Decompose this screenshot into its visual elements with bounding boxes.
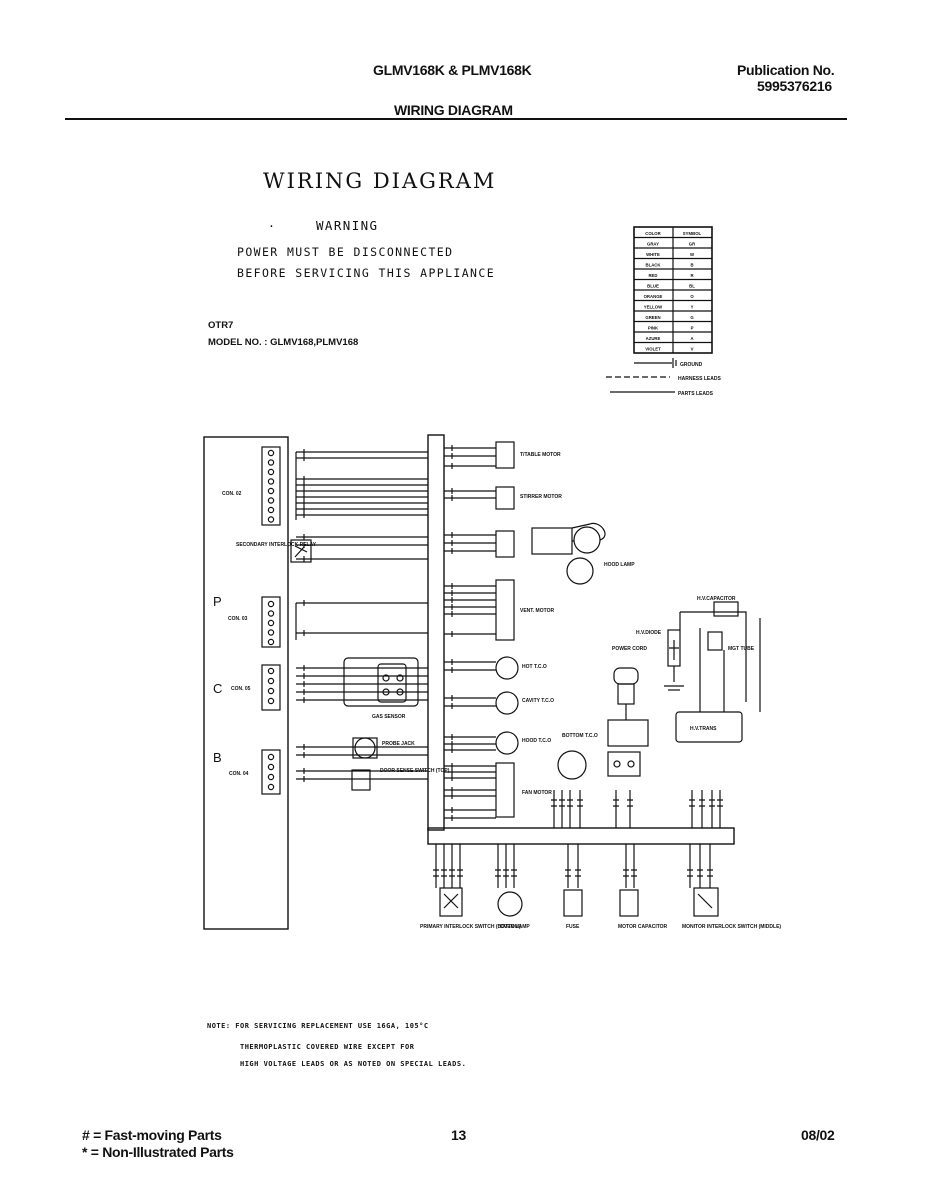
color-table-cell: VIOLET	[645, 346, 661, 351]
warning-title: WARNING	[316, 218, 379, 233]
label-stirrer-motor: STIRRER MOTOR	[520, 494, 562, 500]
color-table-cell: GREEN	[645, 315, 660, 320]
color-table-cell: W	[690, 252, 695, 257]
label-con-02: CON. 02	[222, 491, 242, 497]
color-table-cell: B	[690, 262, 693, 267]
legend-harness: HARNESS LEADS	[678, 376, 721, 382]
label-door-sense-switch: DOOR SENSE SWITCH (TOP)	[380, 768, 450, 774]
color-table-cell: YELLOW	[644, 304, 663, 309]
color-code-table	[633, 226, 713, 354]
color-table-cell: V	[691, 346, 694, 351]
label-hv-capacitor: H.V.CAPACITOR	[697, 596, 736, 602]
board-letter-c: C	[213, 681, 223, 696]
otr-label: OTR7	[208, 320, 234, 331]
color-table-cell: BL	[689, 283, 695, 288]
con-04-block	[261, 749, 281, 795]
publication-label: Publication No.	[737, 62, 835, 78]
label-gas-sensor: GAS SENSOR	[372, 714, 406, 720]
label-monitor-interlock: MONITOR INTERLOCK SWITCH (MIDDLE)	[682, 924, 781, 930]
label-probe-jack: PROBE JACK	[382, 741, 415, 747]
label-con-03: CON. 03	[228, 616, 248, 622]
header-rule	[65, 118, 847, 120]
board-letter-b: B	[213, 750, 222, 765]
warning-line-1: POWER MUST BE DISCONNECTED	[237, 245, 454, 259]
label-hot-tco: HOT T.C.O	[522, 664, 547, 670]
color-table-cell: GRAY	[647, 241, 659, 246]
label-hood-tco: HOOD T.C.O	[522, 738, 551, 744]
color-table-cell: RED	[648, 273, 657, 278]
color-table-cell: Y	[691, 304, 694, 309]
label-ttable-motor: T/TABLE MOTOR	[520, 452, 561, 458]
color-table-cell: GR	[689, 241, 696, 246]
con-02-block	[261, 446, 281, 526]
warning-bullet: ·	[268, 219, 277, 233]
note-line-1: NOTE: FOR SERVICING REPLACEMENT USE 16GA…	[207, 1022, 429, 1030]
label-con-05: CON. 05	[231, 686, 251, 692]
label-motor-capacitor: MOTOR CAPACITOR	[618, 924, 668, 930]
legend-non-illustrated: * = Non-Illustrated Parts	[82, 1144, 234, 1160]
publication-number: 5995376216	[757, 78, 832, 94]
note-line-3: HIGH VOLTAGE LEADS OR AS NOTED ON SPECIA…	[240, 1060, 467, 1068]
model-number-line: MODEL NO. : GLMV168,PLMV168	[208, 337, 359, 348]
diagram-title: WIRING DIAGRAM	[263, 169, 497, 193]
legend-ground: GROUND	[680, 362, 703, 368]
color-table-cell: BLUE	[647, 283, 659, 288]
legend-parts: PARTS LEADS	[678, 391, 714, 397]
label-fan-motor: FAN MOTOR	[522, 790, 552, 796]
color-table-cell: PINK	[648, 325, 659, 330]
color-table-cell: WHITE	[646, 252, 660, 257]
color-table-cell: O	[690, 294, 694, 299]
color-table-cell: AZURE	[646, 336, 661, 341]
color-table-header: SYMBOL	[683, 231, 702, 236]
model-title: GLMV168K & PLMV168K	[373, 62, 532, 78]
color-table-header: COLOR	[645, 231, 661, 236]
date: 08/02	[801, 1127, 835, 1143]
label-hv-diode: H.V.DIODE	[636, 630, 662, 636]
label-mgt-tube: MGT TUBE	[728, 646, 755, 652]
label-primary-interlock: PRIMARY INTERLOCK SWITCH (BOTTOM)	[420, 924, 521, 930]
label-cavity-tco: CAVITY T.C.O	[522, 698, 554, 704]
label-hood-lamp: HOOD LAMP	[604, 562, 635, 568]
con-03-block	[261, 596, 281, 648]
label-hv-trans: H.V.TRANS	[690, 726, 717, 732]
legend-fast-moving: # = Fast-moving Parts	[82, 1127, 222, 1143]
note-line-2: THERMOPLASTIC COVERED WIRE EXCEPT FOR	[240, 1043, 415, 1051]
label-fuse: FUSE	[566, 924, 580, 930]
color-table-cell: P	[691, 325, 694, 330]
color-table-cell: G	[690, 315, 694, 320]
board-letter-p: P	[213, 594, 222, 609]
wire-legend	[606, 358, 677, 393]
section-title: WIRING DIAGRAM	[394, 102, 513, 118]
label-con-04: CON. 04	[229, 771, 249, 777]
color-table-cell: R	[690, 273, 694, 278]
label-oven-lamp: OVEN LAMP	[500, 924, 530, 930]
color-table-cell: A	[690, 336, 693, 341]
control-board	[203, 436, 289, 930]
color-table-cell: ORANGE	[644, 294, 663, 299]
con-05-block	[261, 664, 281, 711]
label-bottom-tco: BOTTOM T.C.O	[562, 733, 598, 739]
warning-line-2: BEFORE SERVICING THIS APPLIANCE	[237, 266, 496, 280]
page-number: 13	[451, 1127, 466, 1143]
label-power-cord: POWER CORD	[612, 646, 647, 652]
label-secondary-interlock-relay: SECONDARY INTERLOCK RELAY	[236, 542, 317, 548]
color-table-cell: BLACK	[645, 262, 661, 267]
label-vent-motor: VENT. MOTOR	[520, 608, 554, 614]
